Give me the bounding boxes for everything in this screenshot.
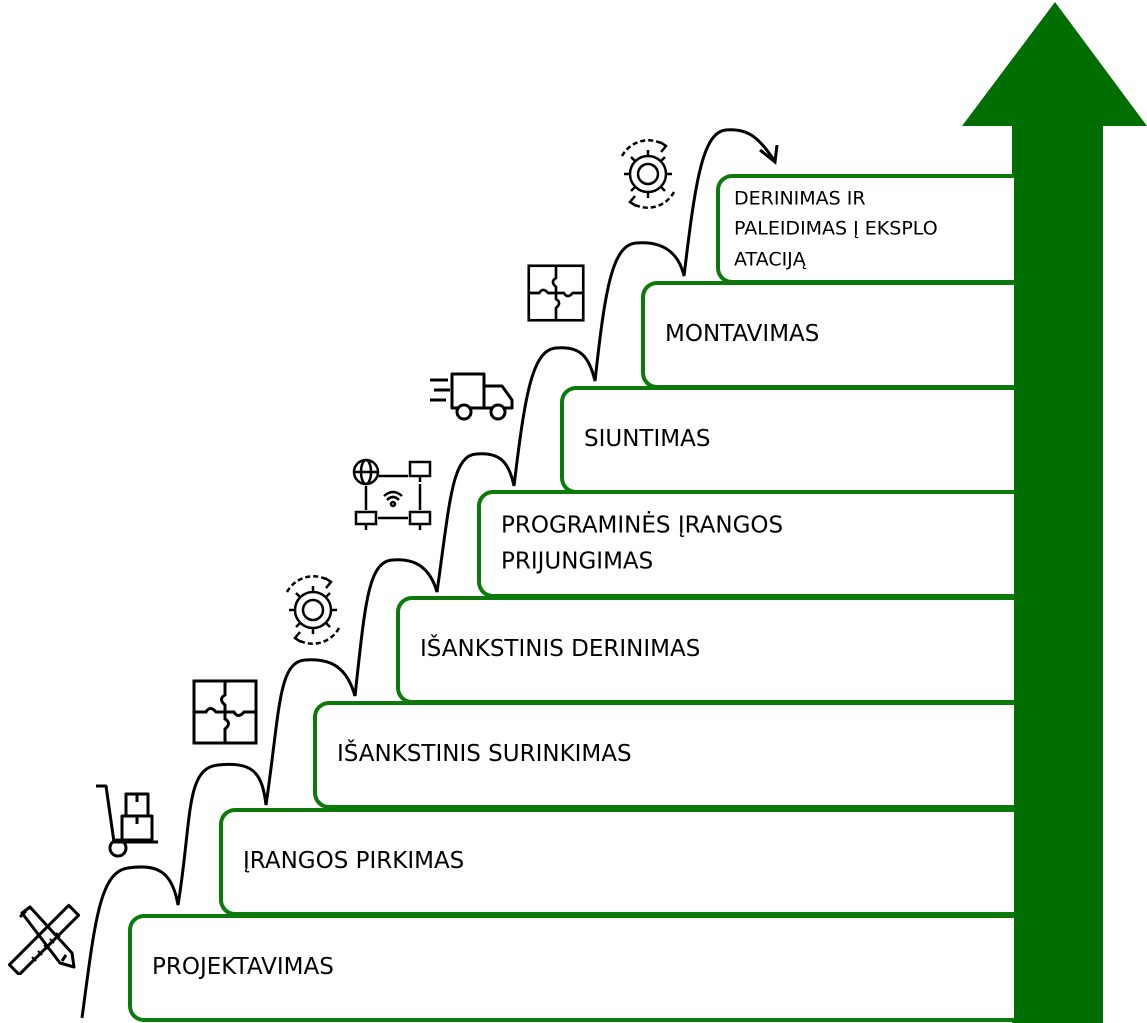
delivery-truck-icon: [430, 372, 514, 421]
gear-cycle-icon: [620, 139, 676, 209]
step-label: SIUNTIMAS: [584, 426, 711, 453]
step-isankstinis-derinimas: IŠANKSTINIS DERINIMAS: [396, 596, 1014, 704]
pencil-ruler-icon: [8, 903, 80, 975]
step-label-line: PRIJUNGIMAS: [501, 548, 654, 574]
step-label-line: PROGRAMINĖS ĮRANGOS: [501, 512, 784, 539]
progress-curve-path: [80, 128, 776, 1019]
step-label-line: ATACIJĄ: [734, 248, 806, 271]
puzzle-icon: [192, 679, 258, 745]
step-projektavimas: PROJEKTAVIMAS: [128, 914, 1014, 1022]
step-label: MONTAVIMAS: [665, 321, 820, 348]
step-montavimas: MONTAVIMAS: [641, 281, 1014, 389]
step-label: IŠANKSTINIS DERINIMAS: [420, 636, 701, 663]
step-label: PROGRAMINĖS ĮRANGOS PRIJUNGIMAS: [501, 508, 783, 579]
step-label-line: DERINIMAS IR: [734, 187, 866, 210]
progress-arrow-shape: [962, 2, 1147, 1023]
hand-truck-boxes-icon: [96, 784, 158, 858]
network-computers-icon: [352, 458, 432, 530]
step-label: DERINIMAS IR PALEIDIMAS Į EKSPLO ATACIJĄ: [734, 183, 938, 274]
gear-cycle-icon: [285, 575, 341, 645]
step-derinimas-ir-paleidimas: DERINIMAS IR PALEIDIMAS Į EKSPLO ATACIJĄ: [716, 174, 1014, 284]
step-label: IŠANKSTINIS SURINKIMAS: [337, 741, 632, 768]
step-irangos-pirkimas: ĮRANGOS PIRKIMAS: [219, 808, 1014, 916]
step-programines-irangos-prijungimas: PROGRAMINĖS ĮRANGOS PRIJUNGIMAS: [477, 490, 1014, 598]
step-label: PROJEKTAVIMAS: [152, 954, 334, 981]
step-label-line: PALEIDIMAS Į EKSPLO: [734, 217, 938, 240]
step-label: ĮRANGOS PIRKIMAS: [243, 848, 465, 875]
arrowhead-icon: [759, 144, 779, 165]
puzzle-icon: [527, 264, 585, 322]
